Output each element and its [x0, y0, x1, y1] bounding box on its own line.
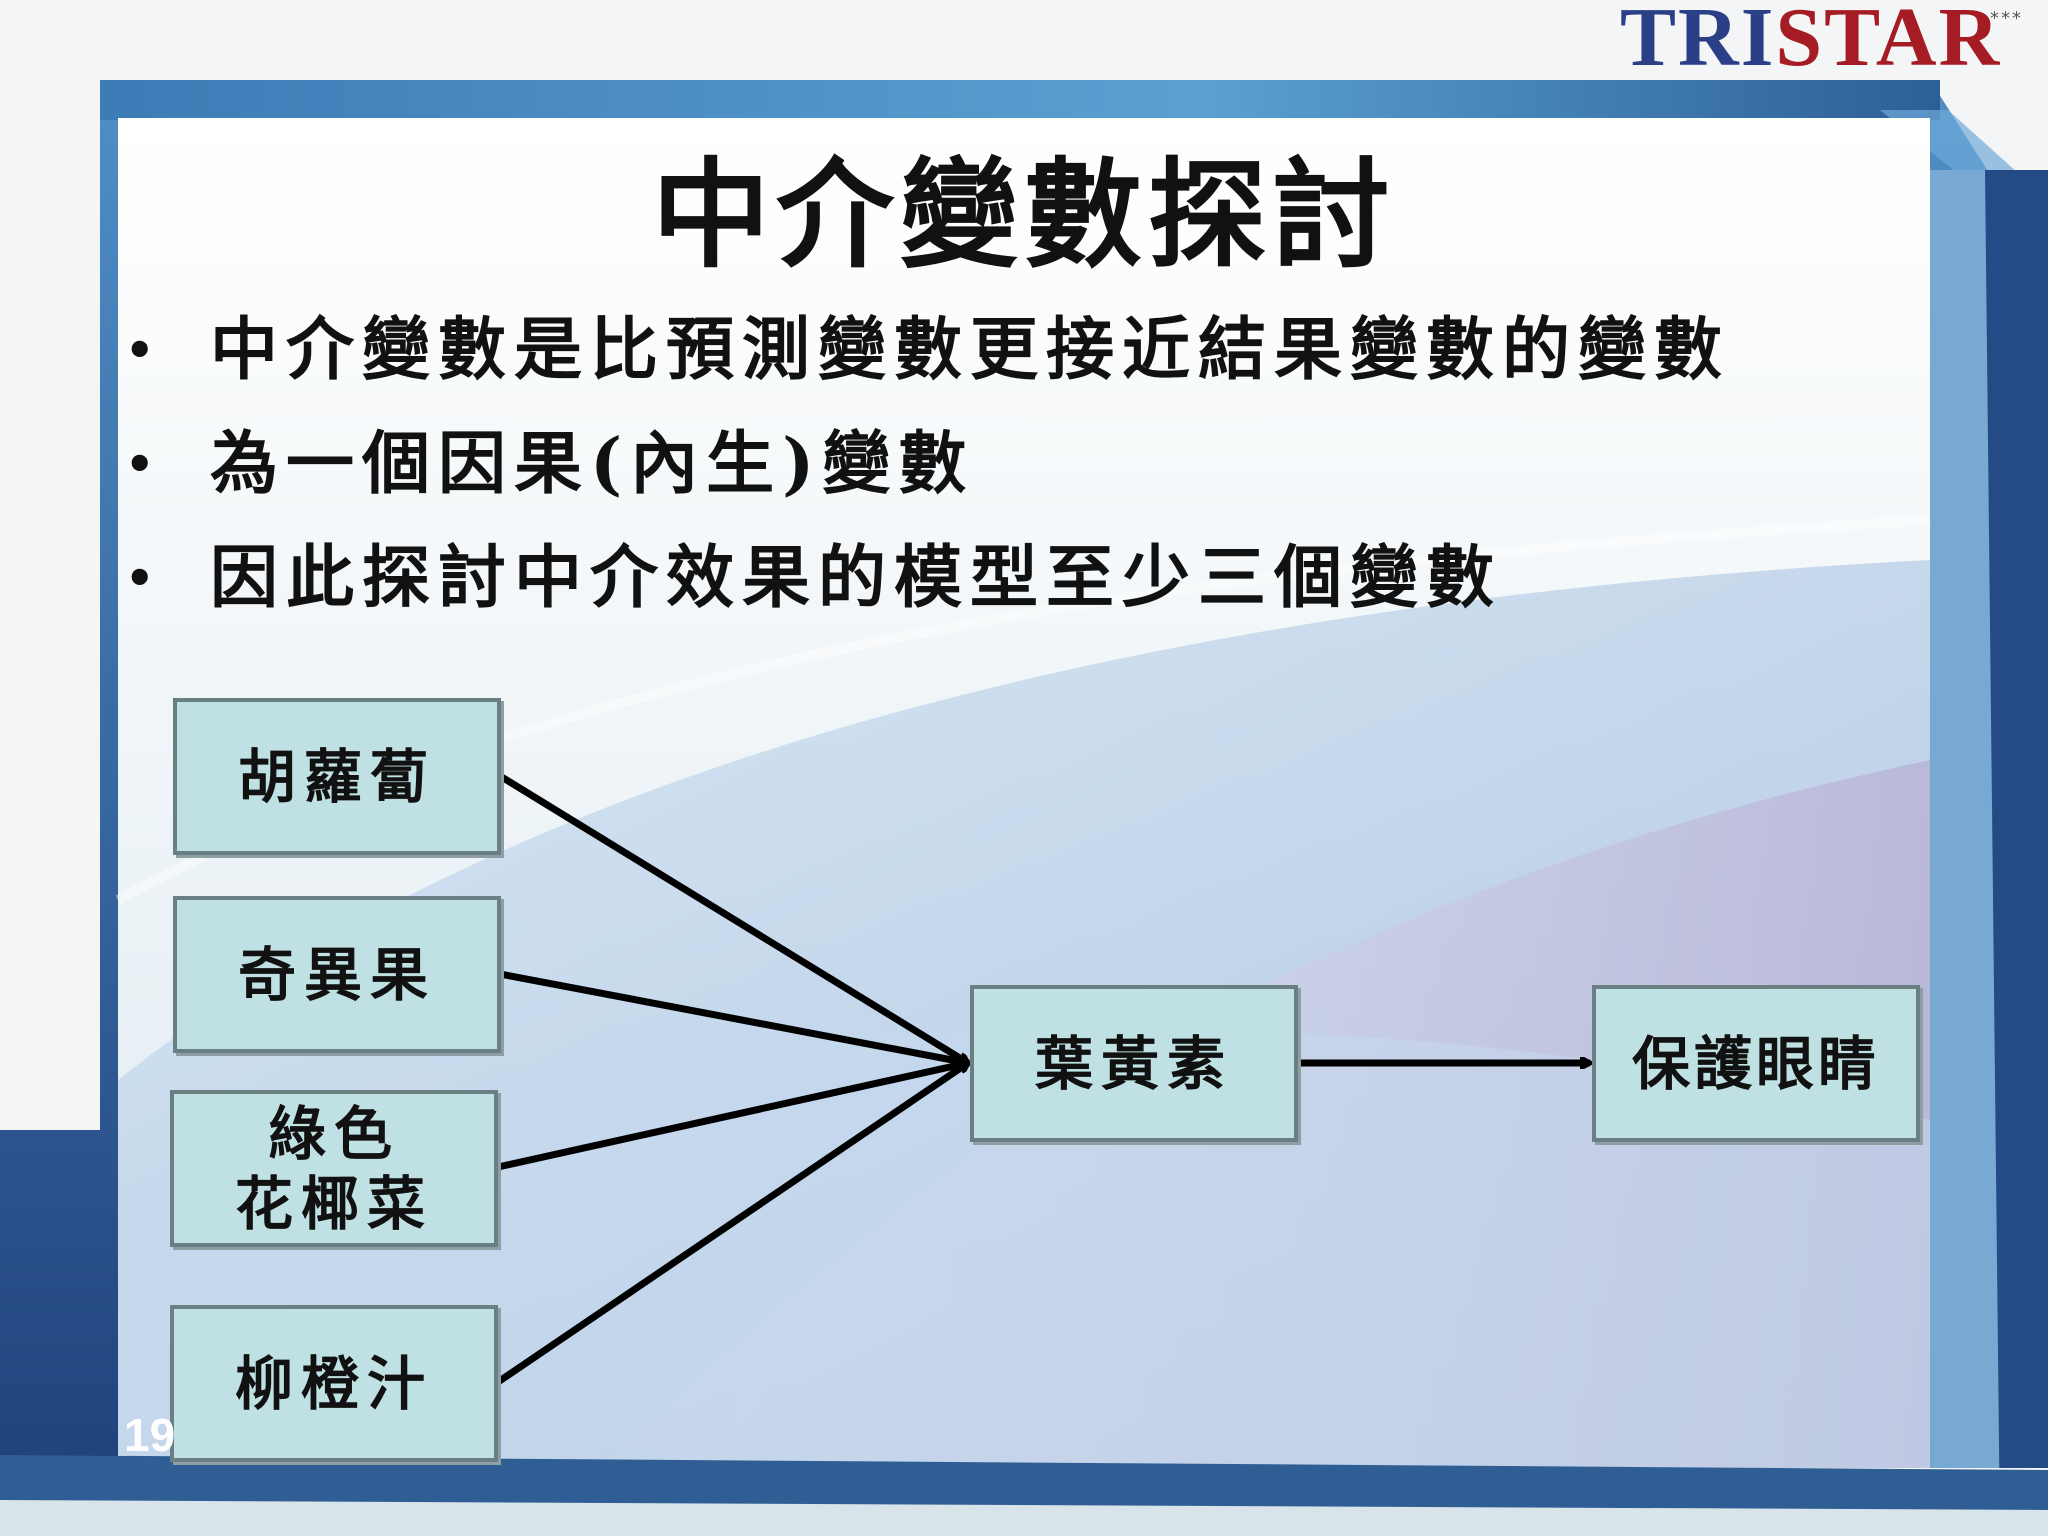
bullet-text: 中介變數是比預測變數更接近結果變數的變數: [210, 310, 1731, 390]
page-number: 19: [124, 1409, 176, 1461]
bullet-marker: •: [125, 323, 163, 377]
bullet-list: • 中介變數是比預測變數更接近結果變數的變數 • 為一個因果(內生)變數 • 因此探討…: [125, 300, 1730, 642]
arrow-kiwi-to-lutein: [499, 970, 968, 1063]
node-label-line2: 花椰菜: [234, 1169, 433, 1238]
arrow-broccoli-to-lutein: [497, 1063, 968, 1171]
node-protect-eyes-outcome: 保護眼睛: [1592, 985, 1920, 1142]
node-label: 葉黃素: [1034, 1029, 1233, 1098]
bullet-item: • 因此探討中介效果的模型至少三個變數: [125, 528, 1730, 642]
node-carrot: 胡蘿蔔: [173, 698, 501, 855]
node-label: 奇異果: [237, 940, 436, 1009]
node-label: 胡蘿蔔: [237, 742, 436, 811]
node-orange-juice: 柳橙汁: [170, 1305, 498, 1462]
node-lutein-mediator: 葉黃素: [970, 985, 1298, 1142]
arrow-orange-juice-to-lutein: [496, 1063, 968, 1385]
bullet-item: • 中介變數是比預測變數更接近結果變數的變數: [125, 300, 1730, 414]
node-broccoli: 綠色 花椰菜: [170, 1090, 498, 1247]
logo-stars: ***: [1990, 8, 2023, 29]
node-kiwi: 奇異果: [173, 896, 501, 1053]
bullet-text: 為一個因果(內生)變數: [210, 424, 975, 504]
bullet-marker: •: [125, 551, 163, 605]
node-label: 保護眼睛: [1631, 1029, 1880, 1098]
arrow-carrot-to-lutein: [498, 773, 968, 1066]
bullet-text: 因此探討中介效果的模型至少三個變數: [210, 538, 1503, 618]
bullet-marker: •: [125, 437, 163, 491]
bullet-item: • 為一個因果(內生)變數: [125, 414, 1730, 528]
slide-title: 中介變數探討: [651, 145, 1396, 284]
tristar-logo: TRISTAR: [1620, 0, 2002, 84]
node-label: 柳橙汁: [234, 1349, 433, 1418]
node-label-line1: 綠色: [267, 1099, 400, 1168]
